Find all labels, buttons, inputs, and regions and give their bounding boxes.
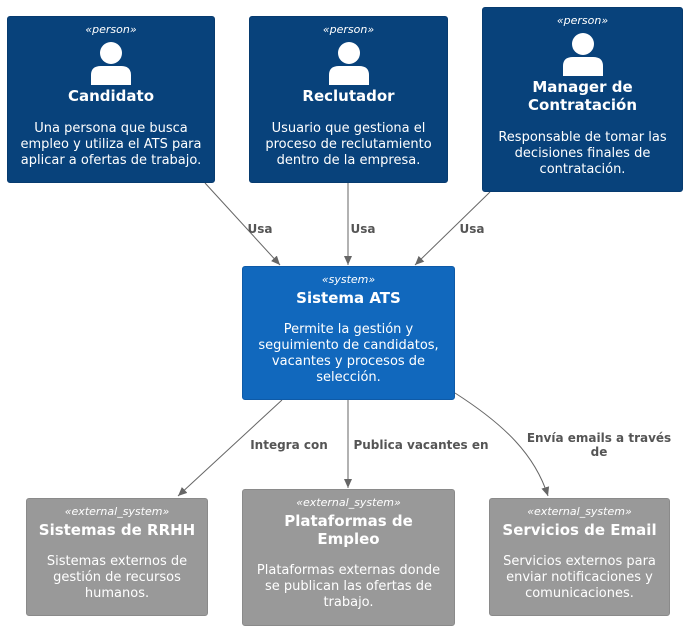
stereotype-label: «person»: [556, 14, 609, 27]
external-system-description: Sistemas externos de gestión de recursos…: [46, 554, 188, 601]
stereotype-label: «system»: [321, 273, 376, 286]
edge-candidato-ats: [204, 182, 281, 266]
person-name: Candidato: [67, 87, 155, 105]
edge-label-reclutador-usa: Usa: [350, 222, 376, 236]
stereotype-label: «person»: [85, 23, 137, 36]
person-icon: [328, 42, 369, 85]
system-name: Sistema ATS: [296, 289, 401, 307]
stereotype-label: «person»: [322, 23, 375, 36]
person-manager[interactable]: «person» Manager de Contratación Respons…: [482, 7, 683, 192]
external-system-name: Sistemas de RRHH: [38, 521, 196, 539]
external-system-email[interactable]: «external_system» Servicios de Email Ser…: [489, 498, 670, 616]
person-reclutador[interactable]: «person» Reclutador Usuario que gestiona…: [249, 16, 448, 183]
person-description: Una persona que busca empleo y utiliza e…: [20, 121, 202, 168]
edge-label-candidato-usa: Usa: [247, 222, 273, 236]
person-name: Manager de Contratación: [528, 78, 637, 114]
person-icon: [91, 42, 131, 85]
external-system-rrhh[interactable]: «external_system» Sistemas de RRHH Siste…: [26, 498, 208, 616]
person-description: Responsable de tomar las decisiones fina…: [498, 130, 667, 177]
person-icon: [562, 33, 603, 76]
edge-manager-ats: [414, 191, 491, 266]
stereotype-label: «external_system»: [527, 505, 632, 518]
stereotype-label: «external_system»: [296, 496, 401, 509]
system-ats[interactable]: «system» Sistema ATS Permite la gestión …: [242, 266, 455, 400]
external-system-name: Plataformas de Empleo: [284, 512, 413, 548]
external-system-description: Servicios externos para enviar notificac…: [503, 554, 656, 601]
edge-label-integra: Integra con: [250, 438, 328, 452]
person-name: Reclutador: [302, 87, 395, 105]
edge-label-manager-usa: Usa: [459, 222, 485, 236]
external-system-plataformas[interactable]: «external_system» Plataformas de Empleo …: [242, 489, 455, 626]
person-candidato[interactable]: «person» Candidato Una persona que busca…: [7, 16, 215, 183]
external-system-name: Servicios de Email: [502, 521, 657, 539]
edge-label-publica: Publica vacantes en: [353, 438, 489, 452]
edge-ats-email: [454, 392, 550, 497]
stereotype-label: «external_system»: [64, 505, 170, 518]
person-description: Usuario que gestiona el proceso de reclu…: [265, 121, 432, 168]
external-system-description: Plataformas externas donde se publican l…: [256, 563, 441, 610]
system-description: Permite la gestión y seguimiento de cand…: [258, 322, 439, 385]
edge-label-envia: Envía emails a través de: [526, 431, 672, 459]
edge-ats-rrhh: [177, 399, 283, 497]
